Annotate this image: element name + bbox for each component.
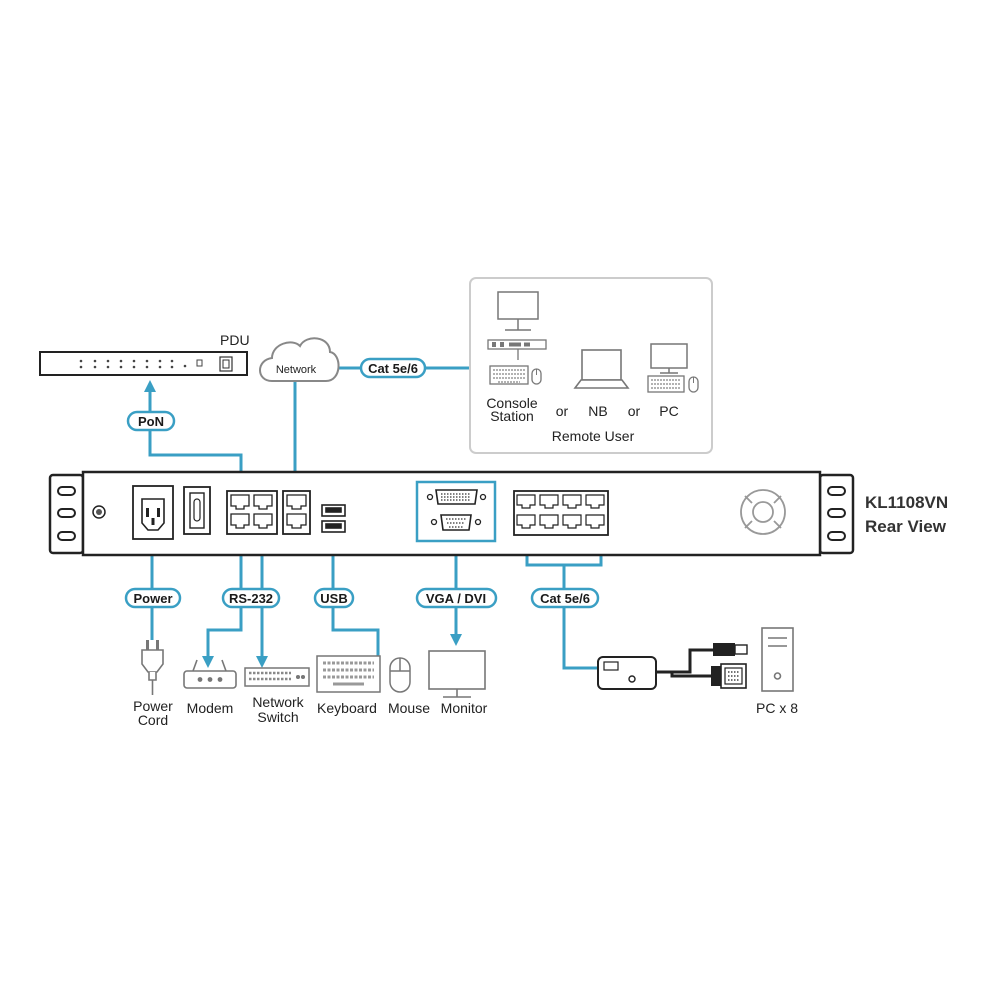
fan-icon (740, 489, 786, 535)
cat-bottom-cable-b (562, 565, 598, 670)
ground-screw-icon (92, 505, 106, 519)
console-mouse-icon (531, 368, 542, 385)
or-label-1: or (556, 403, 569, 419)
network-switch-label-1: Network (252, 694, 304, 710)
model-title: KL1108VN (865, 493, 948, 512)
console-station-label-1: Console (486, 395, 538, 411)
mouse-icon (389, 657, 411, 693)
pdu-label: PDU (220, 332, 250, 348)
pc-mouse-icon (688, 376, 699, 393)
monitor-icon (428, 650, 486, 698)
power-cord-icon (141, 640, 164, 695)
remote-user-panel (469, 277, 713, 454)
usb-pill: USB (313, 587, 355, 609)
cat-bottom-pill-label: Cat 5e/6 (540, 591, 590, 606)
vga-dvi-pill-label: VGA / DVI (426, 591, 486, 606)
power-switch-icon (183, 486, 211, 535)
rs232-modem-cable (202, 530, 243, 668)
modem-icon (183, 659, 237, 689)
kvm-adapter-icon (597, 643, 748, 690)
network-switch-label-2: Switch (257, 709, 298, 725)
cat-top-pill-label: Cat 5e/6 (368, 361, 418, 376)
pon-pill-label: PoN (138, 414, 164, 429)
pc-label: PC (659, 403, 678, 419)
network-switch-icon (244, 667, 310, 687)
mouse-label: Mouse (388, 700, 430, 716)
cat-top-pill: Cat 5e/6 (359, 357, 427, 379)
power-socket-icon (132, 485, 174, 540)
view-title: Rear View (865, 517, 947, 536)
rs232-pill-label: RS-232 (229, 591, 273, 606)
pon-pill: PoN (126, 410, 176, 432)
rs232-pill: RS-232 (221, 587, 281, 609)
monitor-label: Monitor (441, 700, 488, 716)
console-monitor-icon (497, 291, 539, 331)
nb-label: NB (588, 403, 607, 419)
remote-user-label: Remote User (552, 428, 635, 444)
pc-x8-label: PC x 8 (756, 700, 798, 716)
keyboard-label: Keyboard (317, 700, 377, 716)
network-cloud-icon (259, 337, 340, 382)
laptop-icon (573, 349, 630, 389)
network-label: Network (276, 364, 317, 376)
usb-ports (321, 504, 346, 533)
console-station-label-2: Station (490, 408, 534, 424)
power-pill-label: Power (133, 591, 172, 606)
console-unit-icon (487, 339, 547, 350)
or-label-2: or (628, 403, 641, 419)
kvm-rear-panel (48, 470, 855, 557)
kvm-ports (513, 490, 609, 536)
pc-monitor-icon (650, 343, 688, 374)
power-pill: Power (124, 587, 182, 609)
modem-label: Modem (187, 700, 234, 716)
lan-ports (282, 490, 311, 535)
usb-pill-label: USB (320, 591, 347, 606)
vga-dvi-pill: VGA / DVI (415, 587, 498, 609)
power-cord-label-1: Power (133, 698, 173, 714)
rs232-ports (226, 490, 278, 535)
usb-cable (331, 537, 380, 656)
video-ports (415, 480, 497, 543)
power-cord-label-2: Cord (138, 712, 168, 728)
keyboard-icon (316, 655, 381, 693)
console-keyboard-icon (489, 365, 529, 385)
pc-keyboard-icon (647, 375, 685, 393)
pdu-device (39, 351, 248, 376)
cat-bottom-pill: Cat 5e/6 (530, 587, 600, 609)
pc-tower-icon (761, 627, 794, 692)
